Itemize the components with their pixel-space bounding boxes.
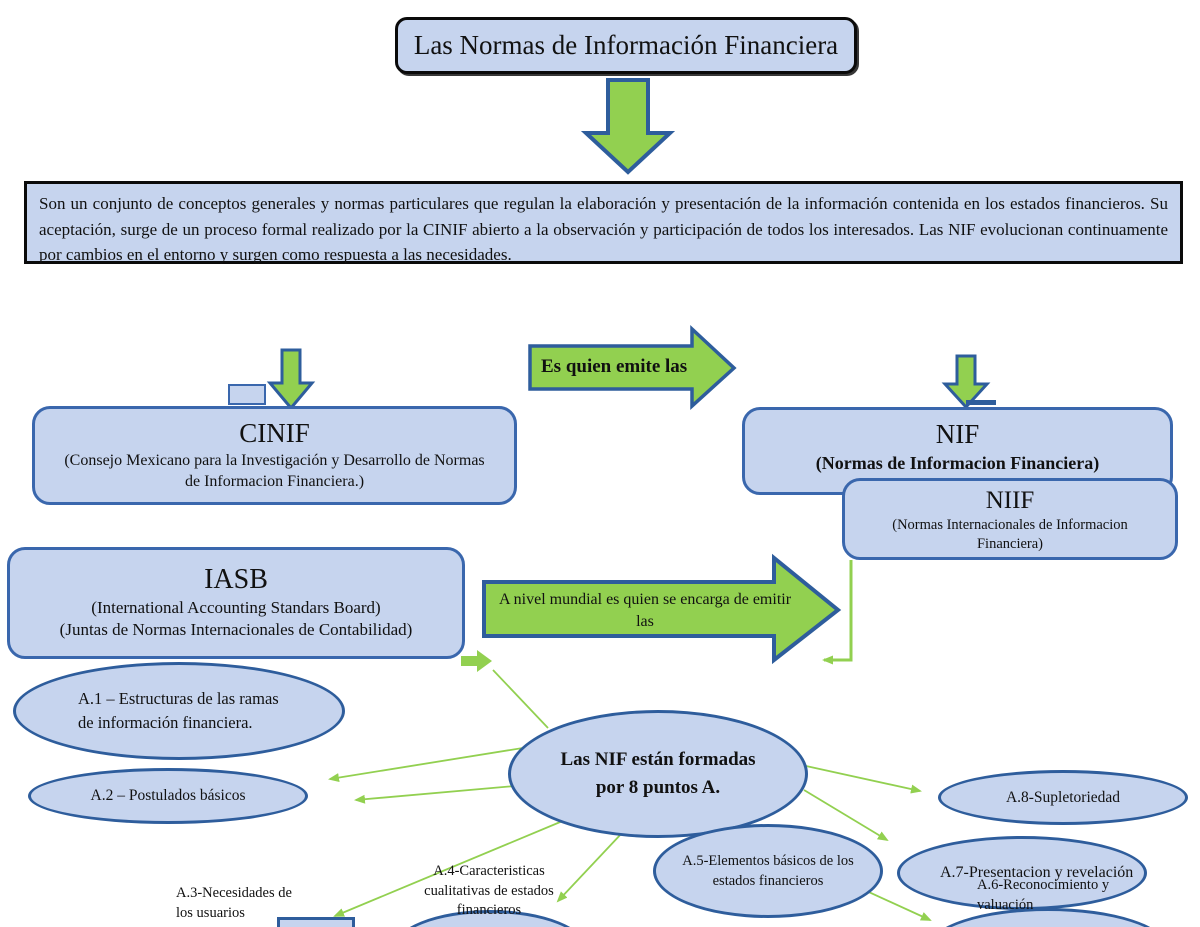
cinif-subtitle: (Consejo Mexicano para la Investigación …: [64, 451, 485, 490]
ellipse-a8: A.8-Supletoriedad: [938, 770, 1188, 825]
a4-text: A.4-Caracteristicas cualitativas de esta…: [424, 863, 554, 919]
elbow-connector: [822, 560, 853, 665]
a7-text: A.7-Presentacion y revelación: [940, 863, 1134, 881]
ellipse-a7: A.7-Presentacion y revelación: [897, 836, 1147, 910]
a8-text: A.8-Supletoriedad: [1005, 788, 1121, 806]
a5-text: A.5-Elementos básicos de los estados fin…: [682, 852, 854, 889]
down-arrow-icon: [941, 354, 991, 410]
ellipse-a2: A.2 – Postulados básicos: [28, 768, 308, 824]
connector-line: [354, 785, 516, 804]
connector-line: [805, 765, 922, 794]
cinif-title: CINIF: [239, 418, 310, 448]
small-dash-shape: [966, 400, 996, 405]
node-niif: NIIF (Normas Internacionales de Informac…: [842, 478, 1178, 560]
right-arrow-icon: [528, 324, 737, 410]
niif-subtitle: (Normas Internacionales de Informacion F…: [892, 517, 1128, 553]
central-ellipse: Las NIF están formadas por 8 puntos A.: [508, 710, 808, 838]
a3-partial-shape: [277, 917, 355, 927]
down-arrow-icon: [266, 348, 316, 411]
a2-text: A.2 – Postulados básicos: [90, 787, 246, 804]
connector-line: [333, 819, 566, 917]
nif-title: NIF: [935, 419, 980, 449]
node-cinif: CINIF (Consejo Mexicano para la Investig…: [32, 406, 517, 505]
connector-line: [556, 832, 623, 903]
a1-text: A.1 – Estructuras de las ramas de inform…: [78, 689, 279, 732]
title-box: Las Normas de Información Financiera: [395, 17, 857, 74]
connector-line: [859, 887, 932, 921]
page-title: Las Normas de Información Financiera: [413, 30, 839, 60]
niif-title: NIIF: [985, 487, 1035, 514]
small-rectangle-shape: [228, 384, 266, 405]
emite-arrow-label: Es quien emite las: [541, 356, 688, 377]
right-arrow-icon: [461, 650, 492, 672]
connector-line: [803, 789, 889, 842]
iasb-title: IASB: [204, 564, 268, 595]
node-iasb: IASB (International Accounting Standars …: [7, 547, 465, 659]
description-box: Son un conjunto de conceptos generales y…: [24, 181, 1183, 264]
down-arrow-icon: [580, 78, 676, 175]
description-text: Son un conjunto de conceptos generales y…: [39, 194, 1168, 264]
iasb-subtitle-2: (Juntas de Normas Internacionales de Con…: [59, 620, 413, 640]
a6-text: A.6-Reconocimiento y valuación: [977, 877, 1110, 913]
central-ellipse-text: Las NIF están formadas por 8 puntos A.: [560, 748, 756, 799]
ellipse-a5: A.5-Elementos básicos de los estados fin…: [653, 824, 883, 918]
iasb-subtitle-1: (International Accounting Standars Board…: [91, 598, 381, 617]
mundial-arrow-label: A nivel mundial es quien se encarga de e…: [498, 591, 792, 630]
nif-subtitle: (Normas de Informacion Financiera): [815, 452, 1100, 473]
right-arrow-icon: [482, 553, 842, 665]
a3-text: A.3-Necesidades de los usuarios: [176, 885, 292, 921]
connector-line: [492, 669, 549, 729]
ellipse-a1: A.1 – Estructuras de las ramas de inform…: [13, 662, 345, 760]
